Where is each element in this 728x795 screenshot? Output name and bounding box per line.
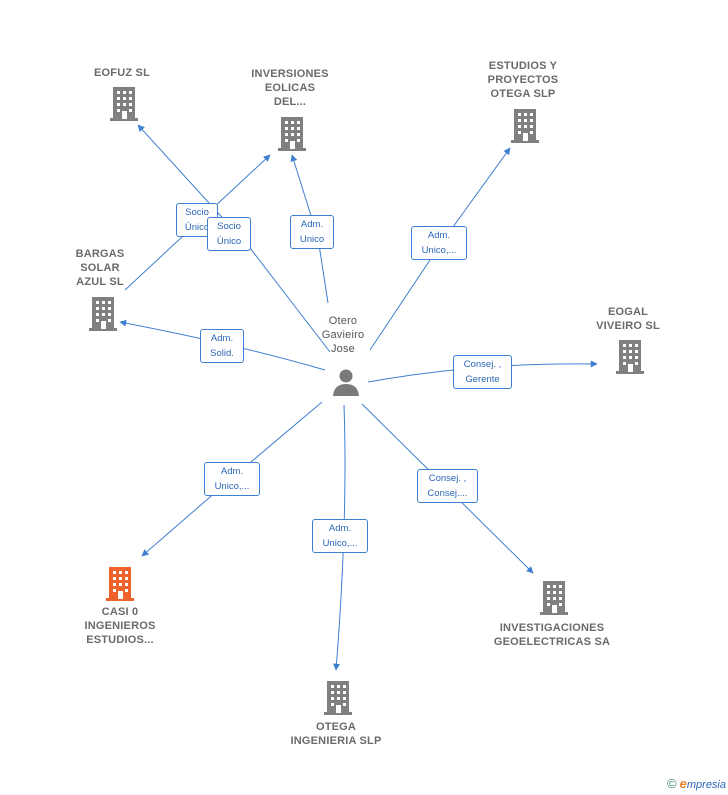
relation-label-consej-consej[interactable]: Consej. , Consej.... [417,469,478,503]
company-label-eofuz[interactable]: EOFUZ SL [94,67,150,79]
company-label-casi[interactable]: CASI 0 INGENIEROS ESTUDIOS... [84,606,156,646]
person-icon[interactable] [330,366,362,398]
company-label-investigaciones[interactable]: INVESTIGACIONES GEOELECTRICAS SA [493,622,611,648]
building-icon[interactable] [509,108,541,144]
company-label-bargas[interactable]: BARGAS SOLAR AZUL SL [75,248,125,288]
building-icon-highlight[interactable] [104,566,136,602]
relation-label-consej-gerente[interactable]: Consej. , Gerente [453,355,512,389]
company-label-inversiones[interactable]: INVERSIONES EOLICAS DEL... [251,68,329,108]
person-name[interactable]: Otero Gavieiro Jose [321,315,365,355]
relation-label-adm-unico-otega[interactable]: Adm. Unico,... [312,519,368,553]
building-icon[interactable] [322,680,354,716]
company-label-eogal[interactable]: EOGAL VIVEIRO SL [596,306,660,332]
relation-label-adm-solid[interactable]: Adm. Solid. [200,329,244,363]
relation-label-adm-unico-estudios[interactable]: Adm. Unico,... [411,226,467,260]
relation-label-adm-unico-casi[interactable]: Adm. Unico,... [204,462,260,496]
building-icon[interactable] [87,296,119,332]
empresia-brand[interactable]: ©empresia [667,776,726,791]
building-icon[interactable] [108,86,140,122]
relation-label-adm-unico[interactable]: Adm. Unico [290,215,334,249]
relation-label-socio-unico-2[interactable]: Socio Único [207,217,251,251]
building-icon[interactable] [538,580,570,616]
copyright-icon: © [667,776,677,791]
building-icon[interactable] [276,116,308,152]
company-label-estudios[interactable]: ESTUDIOS Y PROYECTOS OTEGA SLP [487,60,559,100]
brand-initial: e [679,776,687,791]
building-icon[interactable] [614,339,646,375]
company-label-otega[interactable]: OTEGA INGENIERIA SLP [290,721,382,747]
brand-name: mpresia [686,779,726,791]
